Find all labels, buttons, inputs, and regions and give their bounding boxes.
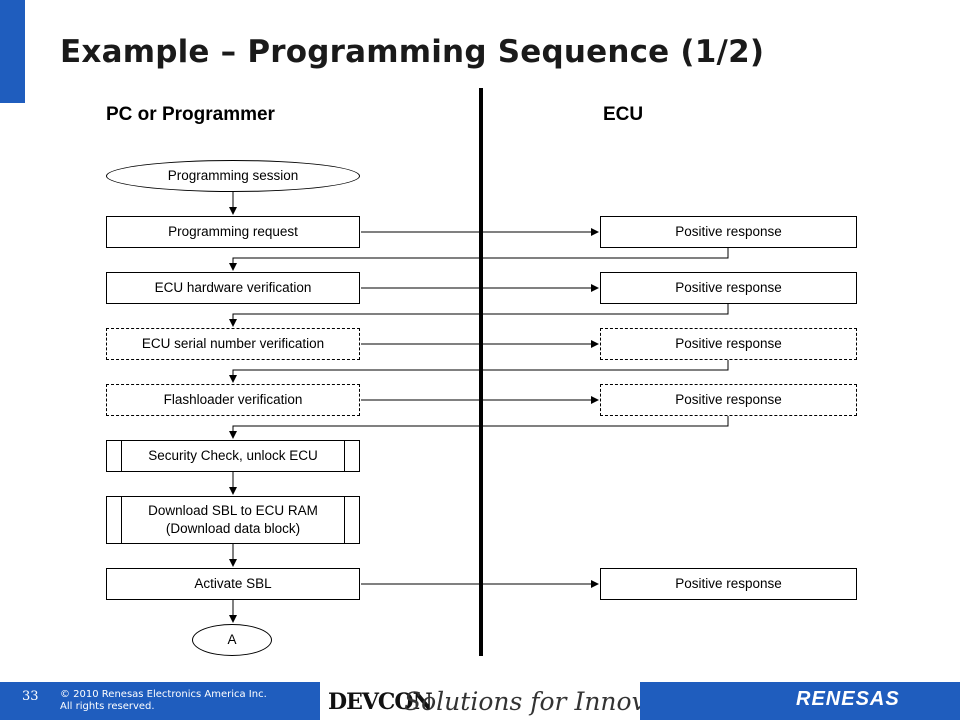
download-sbl-box: Download SBL to ECU RAM (Download data b… (106, 496, 360, 544)
security-check-box: Security Check, unlock ECU (106, 440, 360, 472)
programming-request-box: Programming request (106, 216, 360, 248)
page-number: 33 (22, 689, 39, 704)
copyright: © 2010 Renesas Electronics America Inc. … (60, 689, 267, 713)
ecu-response-label: Positive response (675, 279, 782, 295)
arrow-response-to-hardware (229, 248, 729, 271)
ecu-hardware-verification-label: ECU hardware verification (154, 279, 312, 295)
programming-session-terminal: Programming session (106, 160, 360, 192)
title-accent-bar (0, 0, 25, 103)
copyright-line-1: © 2010 Renesas Electronics America Inc. (60, 689, 267, 700)
ecu-hardware-verification-box: ECU hardware verification (106, 272, 360, 304)
arrow-response-to-serial (229, 304, 729, 327)
arrow-response-to-security (229, 416, 729, 439)
renesas-logo: RENESAS (796, 688, 900, 710)
activate-sbl-box: Activate SBL (106, 568, 360, 600)
footer-right-panel (640, 682, 960, 720)
download-sbl-sublabel: (Download data block) (165, 521, 301, 536)
ecu-response-box: Positive response (600, 568, 857, 600)
flow-arrows (229, 192, 729, 623)
arrow-response-to-flashloader (229, 360, 729, 383)
ecu-response-box: Positive response (600, 328, 857, 360)
ecu-serial-number-verification-box: ECU serial number verification (106, 328, 360, 360)
slide-title: Example – Programming Sequence (1/2) (60, 34, 765, 70)
programming-request-label: Programming request (168, 223, 298, 239)
security-check-label: Security Check, unlock ECU (148, 447, 318, 463)
ecu-response-label: Positive response (675, 223, 782, 239)
ecu-response-label: Positive response (675, 335, 782, 351)
ecu-response-label: Positive response (675, 575, 782, 591)
column-header-pc: PC or Programmer (106, 104, 275, 125)
copyright-line-2: All rights reserved. (60, 701, 155, 712)
ecu-response-box: Positive response (600, 216, 857, 248)
connector-a: A (192, 624, 272, 656)
ecu-serial-number-verification-label: ECU serial number verification (141, 335, 325, 351)
column-header-ecu: ECU (603, 104, 644, 125)
footer-center-panel (320, 682, 640, 720)
activate-sbl-label: Activate SBL (194, 575, 272, 591)
programming-session-label: Programming session (167, 167, 299, 183)
ecu-response-box: Positive response (600, 272, 857, 304)
ecu-response-box: Positive response (600, 384, 857, 416)
ecu-response-label: Positive response (675, 391, 782, 407)
devcon-logo: DEVCON (328, 689, 433, 715)
flashloader-verification-label: Flashloader verification (163, 391, 303, 407)
footer-left-panel (0, 682, 320, 720)
download-sbl-label: Download SBL to ECU RAM (148, 502, 318, 518)
lane-divider (479, 88, 483, 656)
flashloader-verification-box: Flashloader verification (106, 384, 360, 416)
connector-a-label: A (227, 631, 237, 647)
